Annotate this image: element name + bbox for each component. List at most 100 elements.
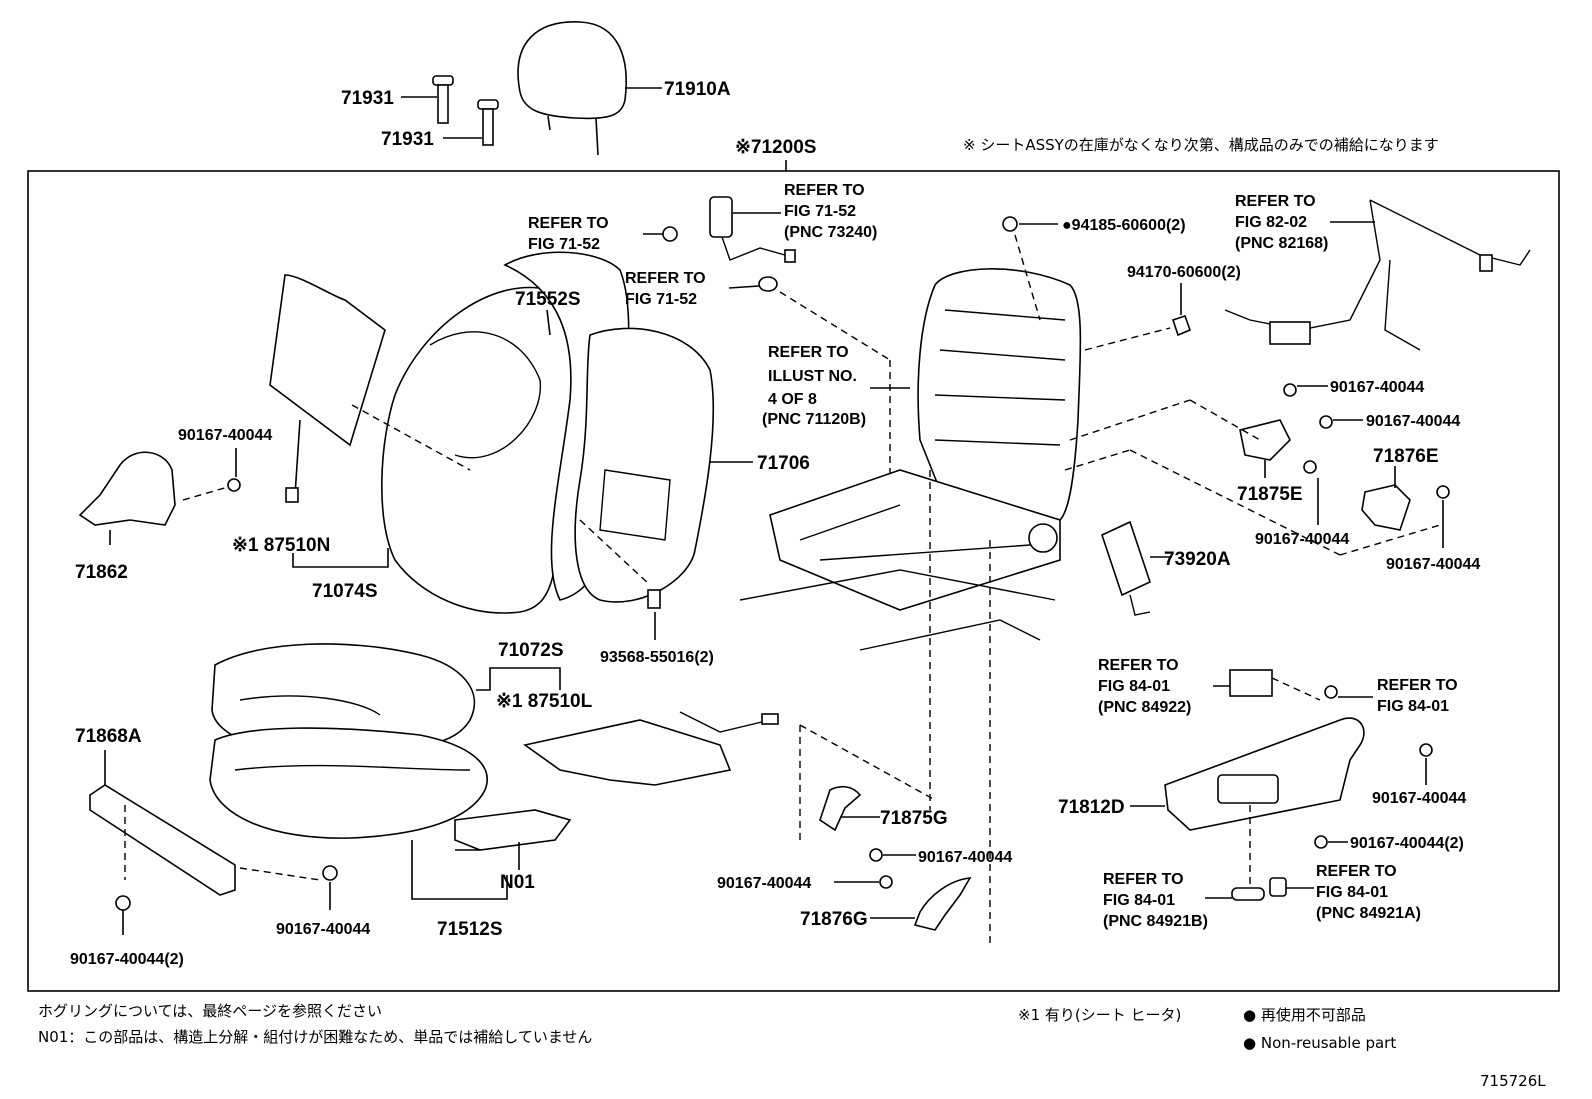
bracket-71876G[interactable] — [870, 877, 972, 931]
refer-r9[interactable]: REFER TO FIG 84-01 (PNC 84921A) — [1316, 863, 1421, 922]
refer-r6[interactable]: REFER TO FIG 84-01 (PNC 84922) — [1098, 657, 1191, 716]
legend-nonreusable-jp: ● 再使用不可部品 — [1243, 1006, 1366, 1024]
headrest-71910A[interactable] — [517, 21, 662, 156]
seat-heater-back-87510N[interactable] — [269, 274, 386, 503]
svg-text:FIG 84-01: FIG 84-01 — [1103, 892, 1175, 909]
svg-text:FIG 71-52: FIG 71-52 — [784, 203, 856, 220]
label-71812D: 71812D — [1058, 797, 1125, 818]
label-N01: N01 — [500, 872, 535, 893]
svg-text:FIG 84-01: FIG 84-01 — [1377, 698, 1449, 715]
refer-r2[interactable]: REFER TO FIG 71-52 (PNC 73240) — [784, 182, 877, 241]
svg-text:REFER TO: REFER TO — [1098, 657, 1179, 674]
knob-84921B[interactable] — [1205, 887, 1265, 901]
bracket-71875G[interactable] — [819, 785, 880, 832]
nut-refer-fig-71-52-b[interactable] — [728, 276, 778, 292]
bolt-90167-r3[interactable] — [1303, 460, 1319, 525]
svg-text:REFER TO: REFER TO — [1103, 871, 1184, 888]
label-71931-lower: 71931 — [381, 129, 434, 150]
svg-text:REFER TO: REFER TO — [784, 182, 865, 199]
figure-id: 715726L — [1480, 1072, 1546, 1090]
label-90167-left: 90167-40044 — [178, 427, 272, 444]
label-71552S: 71552S — [515, 289, 581, 310]
refer-r5[interactable]: REFER TO FIG 82-02 (PNC 82168) — [1235, 193, 1328, 252]
label-93568: 93568-55016(2) — [600, 649, 714, 666]
label-90167-c1: 90167-40044 — [918, 849, 1012, 866]
wire-harness-82168[interactable] — [1224, 199, 1531, 351]
label-71862: 71862 — [75, 562, 128, 583]
svg-text:(PNC 73240): (PNC 73240) — [784, 224, 877, 241]
legend-nonreusable-en: ● Non-reusable part — [1243, 1034, 1396, 1052]
svg-text:(PNC 71120B): (PNC 71120B) — [762, 411, 866, 428]
label-90167-2: 90167-40044(2) — [70, 951, 184, 968]
clip-93568[interactable] — [647, 589, 661, 640]
label-71868A: 71868A — [75, 726, 142, 747]
refer-r7[interactable]: REFER TO FIG 84-01 — [1324, 677, 1458, 715]
svg-text:4 OF 8: 4 OF 8 — [768, 391, 817, 408]
label-71706: 71706 — [757, 453, 810, 474]
cushion-spring-N01[interactable] — [454, 809, 572, 851]
knob-84921A[interactable] — [1269, 877, 1314, 897]
belt-buckle[interactable] — [709, 196, 796, 263]
side-cover-71812D[interactable] — [1164, 717, 1365, 831]
refer-r1[interactable]: REFER TO FIG 71-52 — [528, 215, 609, 253]
label-90167-r3: 90167-40044 — [1255, 531, 1349, 548]
seatback-board-71706[interactable] — [574, 327, 715, 603]
footer-hog-ring-note: ホグリングについては、最終ページを参照ください — [38, 1002, 382, 1020]
label-71072S: 71072S — [498, 640, 564, 661]
label-94170: 94170-60600(2) — [1127, 264, 1241, 281]
side-airbag-73920A[interactable] — [1101, 520, 1172, 616]
switch-84922[interactable] — [1213, 669, 1273, 697]
svg-text:FIG 82-02: FIG 82-02 — [1235, 214, 1307, 231]
refer-r8[interactable]: REFER TO FIG 84-01 (PNC 84921B) — [1103, 871, 1208, 930]
headrest-guide-71931-lower[interactable] — [443, 99, 499, 146]
label-90167-r4: 90167-40044 — [1386, 556, 1480, 573]
footer-n01-note: N01：この部品は、構造上分解・組付けが困難なため、単品では補給していません — [38, 1028, 592, 1046]
bolt-90167-c1[interactable] — [869, 848, 916, 862]
bolt-90167-r1[interactable] — [1283, 383, 1328, 397]
label-71512S: 71512S — [437, 919, 503, 940]
bolt-90167-bottom[interactable] — [322, 865, 338, 910]
refer-r4[interactable]: REFER TO ILLUST NO. 4 OF 8 (PNC 71120B) — [762, 344, 866, 428]
screw-90167-2[interactable] — [115, 895, 131, 935]
nut-94185[interactable] — [1002, 216, 1058, 232]
svg-text:(PNC 84921A): (PNC 84921A) — [1316, 905, 1421, 922]
bolt-90167-r4[interactable] — [1436, 485, 1450, 548]
label-71875E: 71875E — [1237, 484, 1303, 505]
bolt-90167-r6[interactable] — [1314, 835, 1348, 849]
legend-seat-heater: ※1 有り(シート ヒータ) — [1018, 1006, 1181, 1024]
svg-text:REFER TO: REFER TO — [1235, 193, 1316, 210]
nut-refer-fig-71-52[interactable] — [643, 226, 678, 242]
header-note: ※ シートASSYの在庫がなくなり次第、構成品のみでの補給になります — [963, 136, 1439, 154]
bolt-90167-c2[interactable] — [834, 875, 893, 889]
cushion-shield-71868A[interactable] — [89, 750, 236, 896]
label-71876G: 71876G — [800, 909, 868, 930]
refer-r3[interactable]: REFER TO FIG 71-52 — [625, 270, 706, 308]
label-73920A: 73920A — [1164, 549, 1231, 570]
label-90167-r5: 90167-40044 — [1372, 790, 1466, 807]
seat-heater-cushion-87510L[interactable] — [523, 711, 779, 786]
bolt-90167-r2[interactable] — [1319, 415, 1363, 429]
cushion-pad-71512S[interactable] — [209, 727, 488, 839]
label-90167-r1: 90167-40044 — [1330, 379, 1424, 396]
label-71876E: 71876E — [1373, 446, 1439, 467]
svg-text:REFER TO: REFER TO — [625, 270, 706, 287]
label-71875G: 71875G — [880, 808, 948, 829]
svg-text:(PNC 82168): (PNC 82168) — [1235, 235, 1328, 252]
svg-text:FIG 84-01: FIG 84-01 — [1098, 678, 1170, 695]
svg-text:REFER TO: REFER TO — [1316, 863, 1397, 880]
seatback-cover-71074S[interactable] — [381, 286, 577, 614]
seat-frame[interactable] — [739, 268, 1082, 651]
hinge-cover-71862[interactable] — [78, 451, 176, 545]
svg-text:REFER TO: REFER TO — [768, 344, 849, 361]
nut-94170[interactable] — [1171, 283, 1192, 337]
bracket-71875E[interactable] — [1239, 419, 1291, 478]
svg-text:FIG 71-52: FIG 71-52 — [625, 291, 697, 308]
bracket-71876E[interactable] — [1361, 466, 1411, 531]
bolt-90167-r5[interactable] — [1419, 743, 1433, 785]
label-87510N: ※1 87510N — [232, 535, 330, 556]
headrest-guide-71931-upper[interactable] — [401, 75, 454, 124]
svg-text:(PNC 84922): (PNC 84922) — [1098, 699, 1191, 716]
bolt-90167-left[interactable] — [227, 448, 241, 492]
label-90167-c2: 90167-40044 — [717, 875, 811, 892]
